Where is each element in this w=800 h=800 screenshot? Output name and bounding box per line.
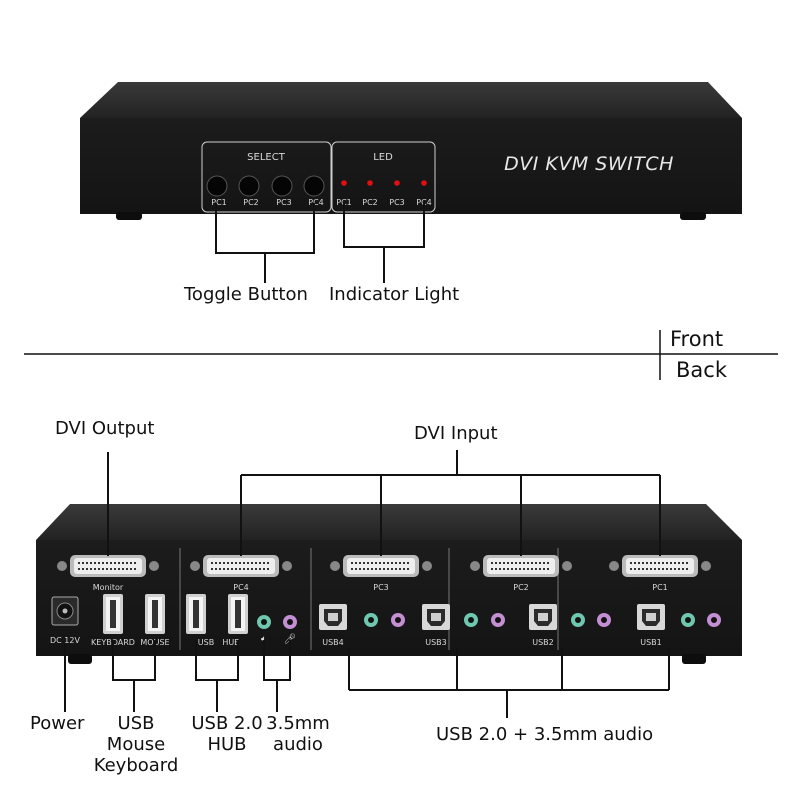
dvi-port-monitor[interactable] xyxy=(57,555,159,577)
callout-3-5mm-audio: 3.5mm audio xyxy=(266,713,330,755)
usb-b-port-usb2[interactable] xyxy=(529,604,557,630)
select-panel-outline xyxy=(201,141,332,213)
button-label-pc1: PC1 xyxy=(211,198,227,207)
usb-b-port-usb3[interactable] xyxy=(422,604,450,630)
audio-jack-speaker-3[interactable] xyxy=(464,613,478,627)
usb-b-port-usb4[interactable] xyxy=(319,604,347,630)
audio-jack-speaker-2[interactable] xyxy=(571,613,585,627)
front-top-surface xyxy=(80,82,742,118)
front-face xyxy=(80,118,742,214)
label-usb1: USB1 xyxy=(640,638,662,647)
label-hub: HUB xyxy=(222,638,239,647)
dc-power-jack[interactable] xyxy=(51,596,79,626)
callout-usb-audio: USB 2.0 + 3.5mm audio xyxy=(436,724,654,745)
label-usb: USB xyxy=(198,638,214,647)
callout-dvi-input: DVI Input xyxy=(414,423,498,444)
usb-a-port-hub-2[interactable] xyxy=(228,594,248,634)
toggle-button-pc3[interactable] xyxy=(271,175,293,197)
toggle-button-pc1[interactable] xyxy=(206,175,228,197)
label-usb4: USB4 xyxy=(322,638,344,647)
led-label-pc1: PC1 xyxy=(336,198,352,207)
button-label-pc3: PC3 xyxy=(276,198,292,207)
front-unit: SELECT PC1 PC2 PC3 PC4 LED PC1 PC2 xyxy=(80,82,742,283)
callout-usb-mouse-keyboard: USB Mouse Keyboard xyxy=(93,713,179,776)
led-label-pc3: PC3 xyxy=(389,198,405,207)
microphone-icon: 🎤︎ xyxy=(284,633,297,645)
callout-power: Power xyxy=(30,713,85,734)
usb-a-port-mouse[interactable] xyxy=(145,594,165,634)
indicator-led-pc2 xyxy=(367,180,373,186)
button-label-pc2: PC2 xyxy=(243,198,259,207)
front-product-title: DVI KVM SWITCH xyxy=(504,153,674,175)
back-unit: Monitor PC4 PC3 PC2 PC1 DC 12V xyxy=(36,450,742,718)
indicator-led-pc4 xyxy=(421,180,427,186)
callout-indicator-light: Indicator Light xyxy=(329,284,460,305)
dvi-port-pc2[interactable] xyxy=(470,555,572,577)
button-label-pc4: PC4 xyxy=(308,198,324,207)
callout-dvi-output: DVI Output xyxy=(55,418,155,439)
audio-jack-mic-4[interactable] xyxy=(391,613,405,627)
back-leader-lines xyxy=(64,450,670,718)
usb-a-port-hub-1[interactable] xyxy=(186,594,206,634)
label-dc-12v: DC 12V xyxy=(50,636,80,645)
toggle-button-pc4[interactable] xyxy=(303,175,325,197)
toggle-button-group xyxy=(206,175,325,197)
usb-b-port-usb1[interactable] xyxy=(637,604,665,630)
front-leader-lines xyxy=(215,203,425,283)
speaker-icon: 🔈︎ xyxy=(261,634,267,645)
usb-a-port-keyboard[interactable] xyxy=(103,594,123,634)
led-label-pc4: PC4 xyxy=(416,198,432,207)
led-label-pc2: PC2 xyxy=(362,198,378,207)
callout-usb-hub: USB 2.0 HUB xyxy=(191,713,263,755)
led-panel-label: LED xyxy=(373,152,393,163)
back-foot-right xyxy=(682,654,706,664)
label-usb2: USB2 xyxy=(532,638,554,647)
audio-jack-speaker-1[interactable] xyxy=(681,613,695,627)
audio-jack-mic-3[interactable] xyxy=(491,613,505,627)
label-pc1: PC1 xyxy=(652,583,668,592)
indicator-led-pc1 xyxy=(341,180,347,186)
label-pc2: PC2 xyxy=(513,583,529,592)
label-pc3: PC3 xyxy=(373,583,389,592)
audio-jack-mic-hub[interactable] xyxy=(283,615,297,629)
divider-label-back: Back xyxy=(676,358,727,382)
label-pc4: PC4 xyxy=(233,583,249,592)
back-foot-left xyxy=(68,654,92,664)
led-panel-outline xyxy=(331,141,436,213)
front-foot-left xyxy=(116,212,142,220)
audio-jack-mic-1[interactable] xyxy=(707,613,721,627)
dvi-port-pc1[interactable] xyxy=(609,555,711,577)
front-foot-right xyxy=(680,212,706,220)
dvi-port-pc4[interactable] xyxy=(190,555,292,577)
indicator-led-pc3 xyxy=(394,180,400,186)
select-panel-label: SELECT xyxy=(247,152,286,163)
label-monitor: Monitor xyxy=(93,583,124,592)
audio-jack-mic-2[interactable] xyxy=(597,613,611,627)
toggle-button-pc2[interactable] xyxy=(238,175,260,197)
label-usb3: USB3 xyxy=(425,638,447,647)
back-top-surface xyxy=(36,504,742,540)
back-panel-separators xyxy=(179,548,559,650)
callout-toggle-button: Toggle Button xyxy=(184,284,308,305)
indicator-light-group xyxy=(341,180,427,186)
divider-label-front: Front xyxy=(670,327,724,351)
dvi-port-pc3[interactable] xyxy=(330,555,432,577)
audio-jack-speaker-hub[interactable] xyxy=(257,615,271,629)
audio-jack-speaker-4[interactable] xyxy=(364,613,378,627)
